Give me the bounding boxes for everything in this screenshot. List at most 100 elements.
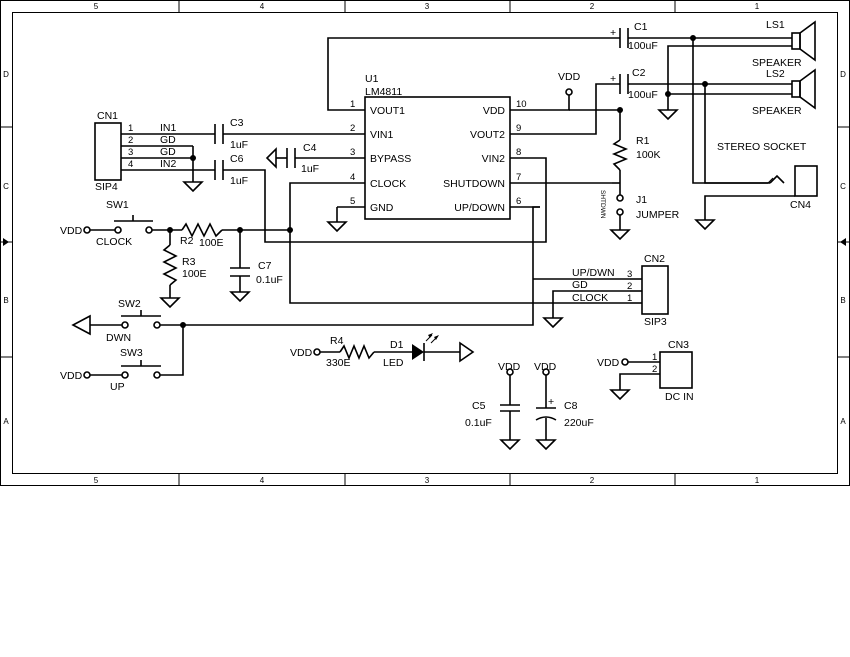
ground-icons [71, 109, 716, 451]
cn2-net-label: UP/DWN [572, 267, 615, 279]
column-label: 4 [260, 2, 265, 11]
vdd-label: VDD [60, 370, 83, 382]
j1-label: JUMPER [636, 209, 680, 221]
column-label: 4 [260, 476, 265, 485]
junctions [167, 35, 708, 328]
c4-ref: C4 [303, 142, 317, 154]
ground-icon [229, 291, 251, 303]
u1-pin-name: SHUTDOWN [443, 178, 505, 190]
u1-ref: U1 [365, 73, 379, 85]
sw2-ref: SW2 [118, 298, 141, 310]
vdd-terminal-icon [565, 88, 573, 96]
u1-part: LM4811 [365, 86, 402, 98]
led-d1: D1 LED [383, 333, 439, 369]
u1-pin-number: 4 [350, 172, 355, 183]
capacitor-c6: C6 1uF [214, 153, 248, 187]
r2-value: 100E [199, 237, 224, 249]
c1-ref: C1 [634, 21, 648, 33]
ground-icon [159, 297, 181, 309]
junction-dot [617, 107, 623, 113]
cn1-pin-number: 1 [128, 123, 133, 134]
jumper-j1: J1 JUMPER SHTDWN [599, 190, 680, 221]
c6-ref: C6 [230, 153, 244, 165]
c2-ref: C2 [632, 67, 646, 79]
cn1-net-label: IN1 [160, 122, 177, 134]
cn2-net-label: CLOCK [572, 292, 608, 304]
r1-ref: R1 [636, 135, 650, 147]
cn1-type: SIP4 [95, 181, 118, 193]
r1-value: 100K [636, 149, 661, 161]
column-label: 3 [425, 476, 430, 485]
junction-dot [190, 155, 196, 161]
ground-icon [499, 439, 521, 451]
junction-dot [237, 227, 243, 233]
capacitor-c1: + C1 100uF [610, 21, 658, 52]
junction-dot [287, 227, 293, 233]
cn2-ref: CN2 [644, 253, 665, 265]
ground-icon [609, 229, 631, 241]
junction-dot [665, 91, 671, 97]
u1-pin-number: 3 [350, 147, 355, 158]
row-label: B [840, 296, 845, 305]
cn1-net-label: IN2 [160, 158, 177, 170]
ls2-ref: LS2 [766, 68, 785, 80]
vdd-terminal-icon [621, 358, 629, 366]
u1-pin-name: VIN2 [482, 153, 506, 165]
u1-pin-name: CLOCK [370, 178, 406, 190]
ground-icon [71, 314, 91, 336]
ground-icon [694, 219, 716, 231]
switch-sw3: SW3 UP [110, 347, 161, 393]
cn1-pin-number: 3 [128, 147, 133, 158]
column-label: 2 [590, 2, 595, 11]
connector-cn3: CN3 DC IN 1 2 [652, 339, 694, 403]
resistor-r1: R1 100K [611, 135, 661, 171]
plus-sign: + [610, 73, 616, 85]
r2-ref: R2 [180, 235, 194, 247]
j1-ref: J1 [636, 194, 647, 206]
c2-value: 100uF [628, 89, 658, 101]
row-label: B [3, 296, 8, 305]
u1-pin-name: GND [370, 202, 394, 214]
u1-pin-number: 1 [350, 99, 355, 110]
connector-cn4: STEREO SOCKET CN4 [717, 141, 818, 211]
row-label: C [840, 182, 846, 191]
switch-sw2: SW2 DWN [106, 298, 161, 344]
row-label: D [840, 70, 846, 79]
u1-pin-number: 8 [516, 147, 521, 158]
c3-value: 1uF [230, 139, 248, 151]
vdd-label: VDD [498, 361, 521, 373]
cn4-ref: CN4 [790, 199, 811, 211]
cn3-pin-number: 2 [652, 364, 657, 375]
row-label: A [840, 417, 846, 426]
capacitor-c5: C5 0.1uF [465, 400, 520, 429]
d1-label: LED [383, 357, 404, 369]
cn3-label: DC IN [665, 391, 694, 403]
sw3-label: UP [110, 381, 125, 393]
d1-ref: D1 [390, 339, 404, 351]
c7-value: 0.1uF [256, 274, 283, 286]
resistor-r2: R2 100E [180, 222, 224, 249]
vdd-terminal-icon [313, 348, 321, 356]
sw2-label: DWN [106, 332, 131, 344]
sw1-ref: SW1 [106, 199, 129, 211]
u1-pin-number: 9 [516, 123, 521, 134]
capacitor-c4: C4 1uF [286, 142, 319, 175]
cn3-pin-number: 1 [652, 352, 657, 363]
sheet-row-labels: D C B A D C B A [3, 70, 846, 426]
column-label: 2 [590, 476, 595, 485]
ground-icon [542, 317, 564, 329]
u1-lm4811: U1 LM4811 1 2 3 4 5 VOUT1 VIN1 BYPASS CL… [337, 73, 540, 220]
capacitor-c2: + C2 100uF [610, 67, 658, 101]
sheet-column-labels: 5 4 3 2 1 5 4 3 2 1 [94, 2, 760, 485]
ground-icon [609, 389, 631, 401]
c5-value: 0.1uF [465, 417, 492, 429]
cn1-pin-number: 4 [128, 159, 133, 170]
connector-cn2: CN2 SIP3 3 2 1 UP/DWN GD CLOCK [572, 253, 669, 328]
ls2-label: SPEAKER [752, 105, 802, 117]
cn1-net-label: GD [160, 146, 176, 158]
connector-cn1: CN1 SIP4 1 2 3 4 IN1 GD GD IN2 [94, 110, 177, 193]
wires [90, 37, 795, 440]
ground-icon [459, 341, 475, 363]
u1-pin-name: UP/DOWN [454, 202, 505, 214]
ground-icon [265, 147, 277, 169]
